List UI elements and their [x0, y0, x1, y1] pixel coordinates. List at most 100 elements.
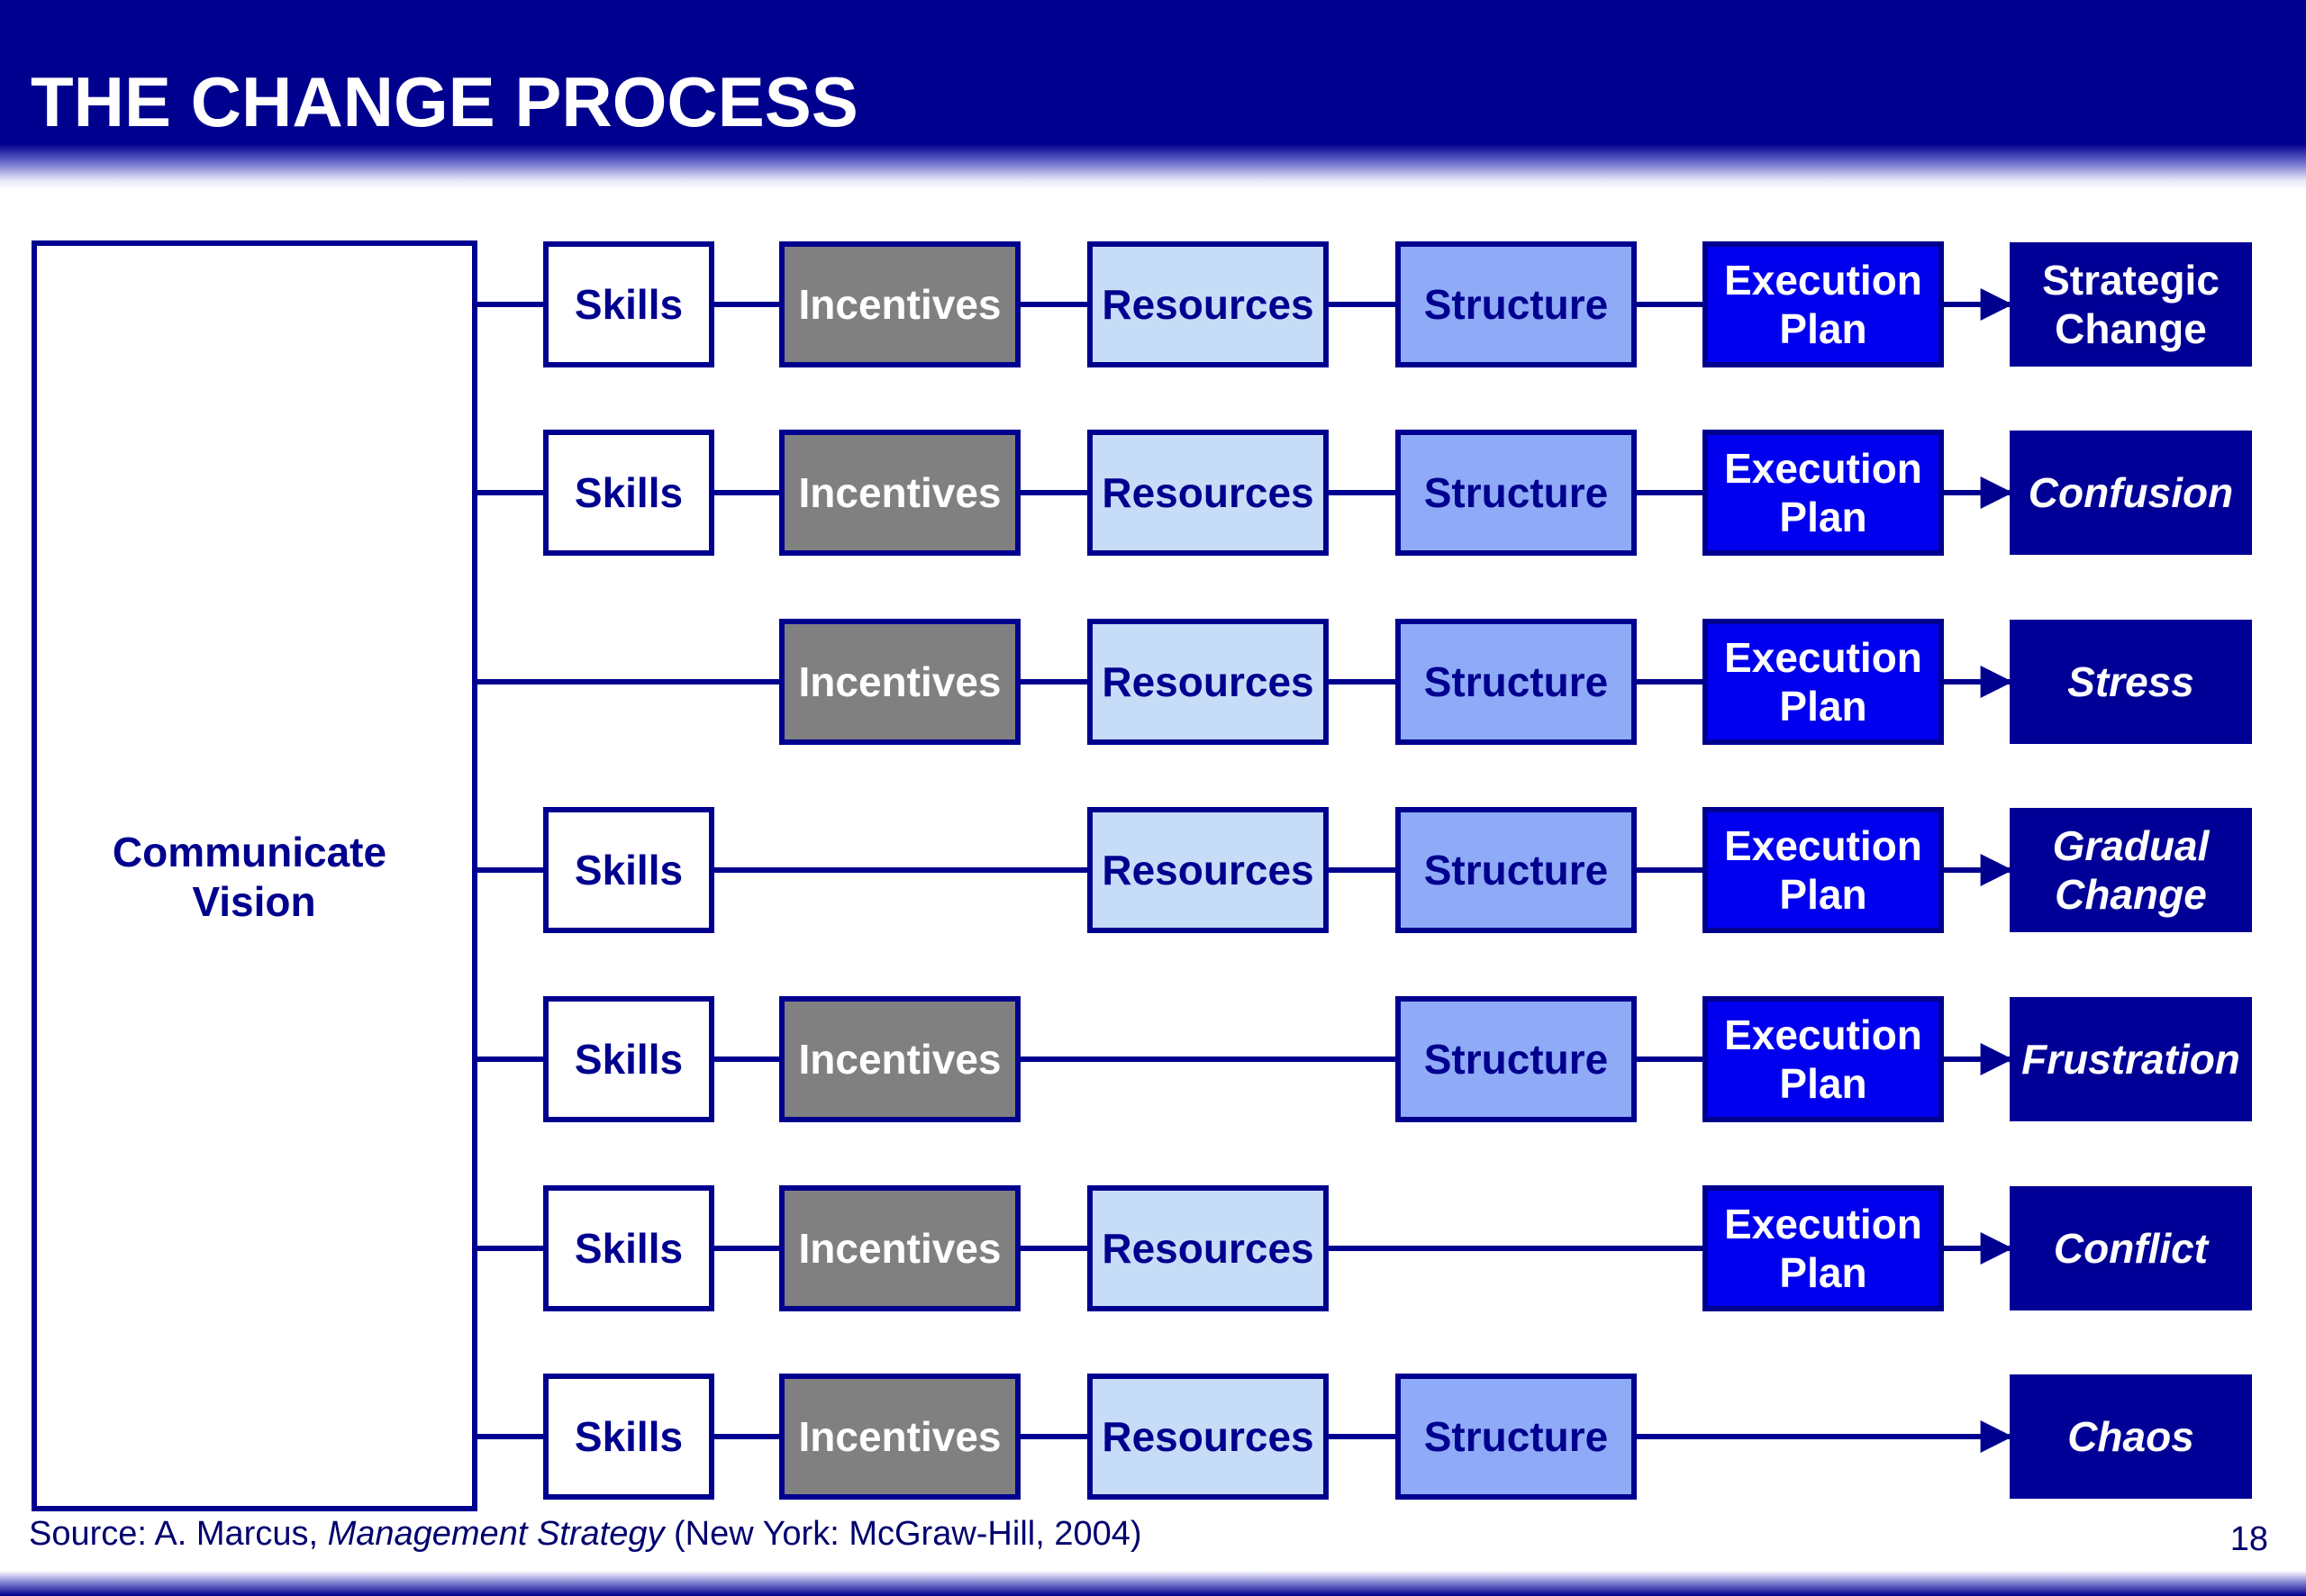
outcome-label: Frustration — [2021, 1036, 2240, 1083]
skills-box: Skills — [543, 1185, 714, 1311]
outcome-label: Stress — [2067, 658, 2194, 705]
structure-box: Structure — [1395, 619, 1637, 745]
resources-box: Resources — [1087, 1374, 1329, 1500]
vision-label-line2: Vision — [192, 878, 315, 925]
incentives-label: Incentives — [799, 1225, 1002, 1272]
plan-label-line2: Plan — [1779, 1060, 1866, 1107]
outcome-label: Confusion — [2029, 469, 2233, 516]
source-suffix: (New York: McGraw-Hill, 2004) — [664, 1515, 1142, 1553]
resources-label: Resources — [1102, 281, 1313, 328]
outcome-label-line2: Change — [2055, 305, 2207, 352]
skills-box: Skills — [543, 430, 714, 556]
incentives-label: Incentives — [799, 281, 1002, 328]
outcome-label-line1: Strategic — [2042, 257, 2220, 304]
plan-label-line2: Plan — [1779, 871, 1866, 918]
plan-label-line1: Execution — [1724, 634, 1922, 681]
incentives-box: Incentives — [779, 430, 1021, 556]
outcome-box: Conflict — [2010, 1186, 2252, 1310]
plan-label-line1: Execution — [1724, 822, 1922, 869]
resources-label: Resources — [1102, 469, 1313, 516]
plan-label-line2: Plan — [1779, 1249, 1866, 1296]
process-row: Incentives Resources Structure ExecutionPla… — [779, 619, 2252, 745]
outcome-box: Stress — [2010, 620, 2252, 744]
incentives-label: Incentives — [799, 1413, 1002, 1460]
structure-box: Structure — [1395, 430, 1637, 556]
incentives-box: Incentives — [779, 619, 1021, 745]
slide-title: THE CHANGE PROCESS — [31, 62, 858, 141]
header-band — [0, 0, 2306, 189]
resources-label: Resources — [1102, 1225, 1313, 1272]
process-row: Skills Incentives Resources Structure Execut… — [543, 430, 2252, 556]
outcome-label: Conflict — [2054, 1225, 2210, 1272]
plan-label-line2: Plan — [1779, 305, 1866, 352]
resources-box: Resources — [1087, 619, 1329, 745]
structure-label: Structure — [1424, 1036, 1608, 1083]
outcome-label-line2: Change — [2055, 871, 2207, 918]
source-prefix: Source: A. Marcus, — [29, 1515, 328, 1553]
process-row: Skills Incentives Resources Structure Execut… — [543, 241, 2252, 367]
plan-label-line1: Execution — [1724, 257, 1922, 304]
communicate-vision-box: Communicate Vision — [32, 240, 477, 1511]
resources-box: Resources — [1087, 807, 1329, 933]
structure-label: Structure — [1424, 281, 1608, 328]
incentives-label: Incentives — [799, 469, 1002, 516]
plan-label-line2: Plan — [1779, 683, 1866, 730]
process-row: Skills Incentives Resources Structure Chaos — [543, 1374, 2252, 1500]
incentives-label: Incentives — [799, 1036, 1002, 1083]
outcome-box: Chaos — [2010, 1374, 2252, 1499]
skills-box: Skills — [543, 996, 714, 1122]
plan-label-line1: Execution — [1724, 1201, 1922, 1247]
outcome-box: Frustration — [2010, 997, 2252, 1121]
incentives-box: Incentives — [779, 1185, 1021, 1311]
connectors — [475, 288, 2013, 1453]
structure-label: Structure — [1424, 847, 1608, 893]
outcome-box: Confusion — [2010, 431, 2252, 555]
skills-label: Skills — [575, 281, 683, 328]
page-number: 18 — [2229, 1520, 2268, 1558]
structure-label: Structure — [1424, 658, 1608, 705]
incentives-box: Incentives — [779, 996, 1021, 1122]
structure-label: Structure — [1424, 1413, 1608, 1460]
incentives-box: Incentives — [779, 1374, 1021, 1500]
resources-box: Resources — [1087, 430, 1329, 556]
structure-box: Structure — [1395, 807, 1637, 933]
skills-label: Skills — [575, 469, 683, 516]
structure-box: Structure — [1395, 996, 1637, 1122]
skills-label: Skills — [575, 1413, 683, 1460]
plan-label-line2: Plan — [1779, 494, 1866, 540]
outcome-label: Chaos — [2067, 1413, 2194, 1460]
incentives-label: Incentives — [799, 658, 1002, 705]
resources-label: Resources — [1102, 658, 1313, 705]
skills-box: Skills — [543, 241, 714, 367]
skills-box: Skills — [543, 1374, 714, 1500]
resources-label: Resources — [1102, 1413, 1313, 1460]
skills-label: Skills — [575, 1036, 683, 1083]
source-citation: Source: A. Marcus, Management Strategy (… — [29, 1515, 1142, 1554]
skills-box: Skills — [543, 807, 714, 933]
incentives-box: Incentives — [779, 241, 1021, 367]
source-book-title: Management Strategy — [327, 1515, 665, 1553]
vision-label-line1: Communicate — [113, 829, 386, 875]
skills-label: Skills — [575, 847, 683, 893]
resources-box: Resources — [1087, 1185, 1329, 1311]
plan-label-line1: Execution — [1724, 1011, 1922, 1058]
plan-label-line1: Execution — [1724, 445, 1922, 492]
outcome-label-line1: Gradual — [2053, 822, 2211, 869]
structure-box: Structure — [1395, 1374, 1637, 1500]
structure-label: Structure — [1424, 469, 1608, 516]
resources-label: Resources — [1102, 847, 1313, 893]
